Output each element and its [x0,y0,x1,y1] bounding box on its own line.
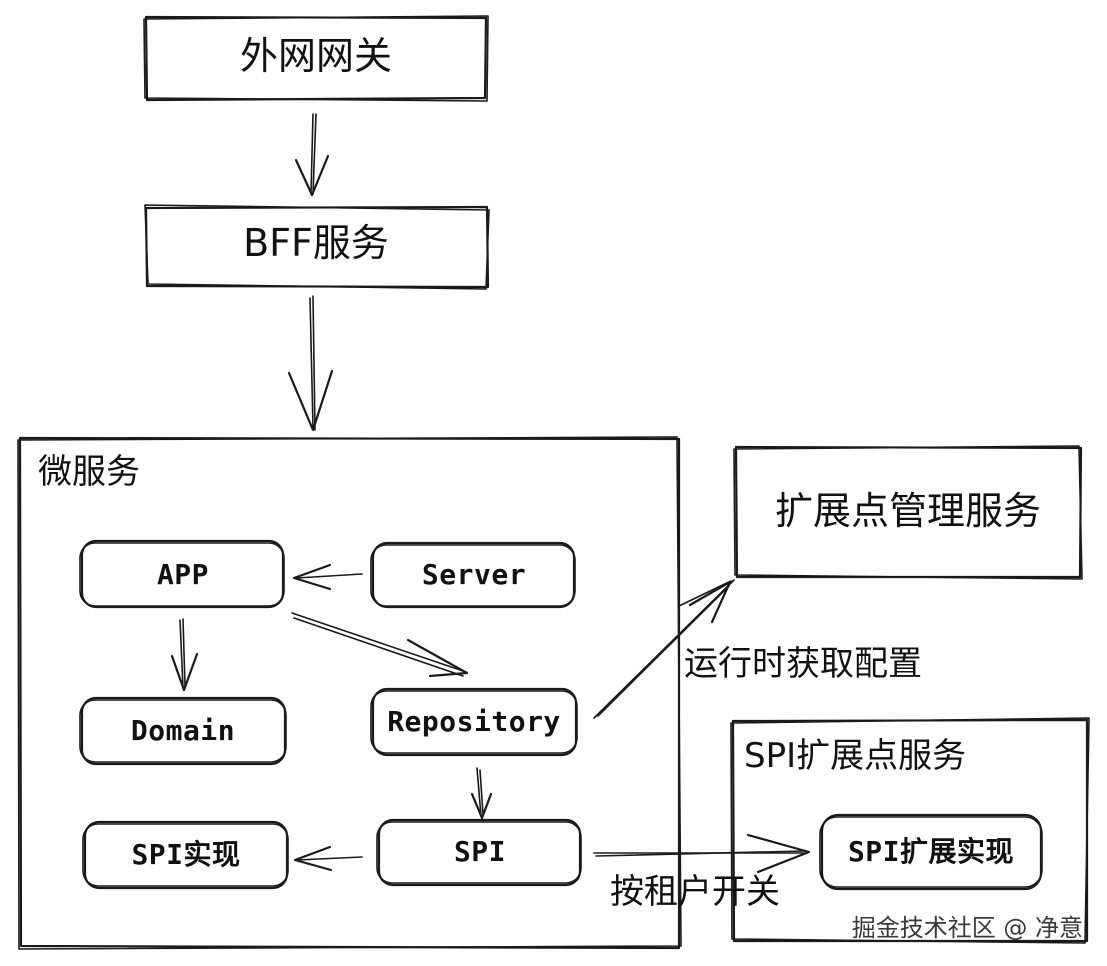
spi-ext-service-label: SPI扩展点服务 [744,736,966,776]
gateway-node: 外网网关 [143,15,489,102]
arrow-server-to-app [292,563,363,591]
spi-impl-node: SPI实现 [82,820,289,890]
arrow-spi-to-spi-impl [293,845,363,872]
app-label: APP [157,558,209,591]
spi-node: SPI [376,818,582,887]
tenant-switch-label: 按租户开关 [610,872,780,912]
microservice-label: 微服务 [38,452,140,492]
runtime-config-label: 运行时获取配置 [684,644,922,684]
ext-mgmt-node: 扩展点管理服务 [733,445,1083,580]
ext-mgmt-label: 扩展点管理服务 [775,489,1041,533]
microservice-container: 微服务 [17,436,682,950]
repository-label: Repository [387,705,561,738]
repository-node: Repository [370,687,578,757]
gateway-label: 外网网关 [240,34,392,78]
spi-impl-label: SPI实现 [131,838,240,871]
spi-ext-impl-node: SPI扩展实现 [819,813,1043,891]
spi-label: SPI [454,835,506,868]
arrow-app-to-repository [291,612,469,678]
arrow-bff-to-microservice [287,295,334,432]
arrow-repository-to-ext-mgmt [593,579,735,719]
spi-ext-service-container: SPI扩展点服务 [730,717,1090,944]
watermark: 掘金技术社区 @ 净意 [852,914,1083,942]
server-node: Server [370,541,576,609]
domain-label: Domain [131,714,235,747]
arrow-app-to-domain [170,618,199,692]
server-label: Server [422,558,526,591]
domain-node: Domain [79,696,287,766]
bff-label: BFF服务 [243,221,389,265]
arrow-gateway-to-bff [294,113,330,197]
bff-node: BFF服务 [144,204,490,290]
arrow-repository-to-spi [470,767,493,820]
arrow-spi-to-spi-ext-impl [593,833,811,874]
spi-ext-impl-label: SPI扩展实现 [848,835,1014,868]
app-node: APP [79,539,285,609]
